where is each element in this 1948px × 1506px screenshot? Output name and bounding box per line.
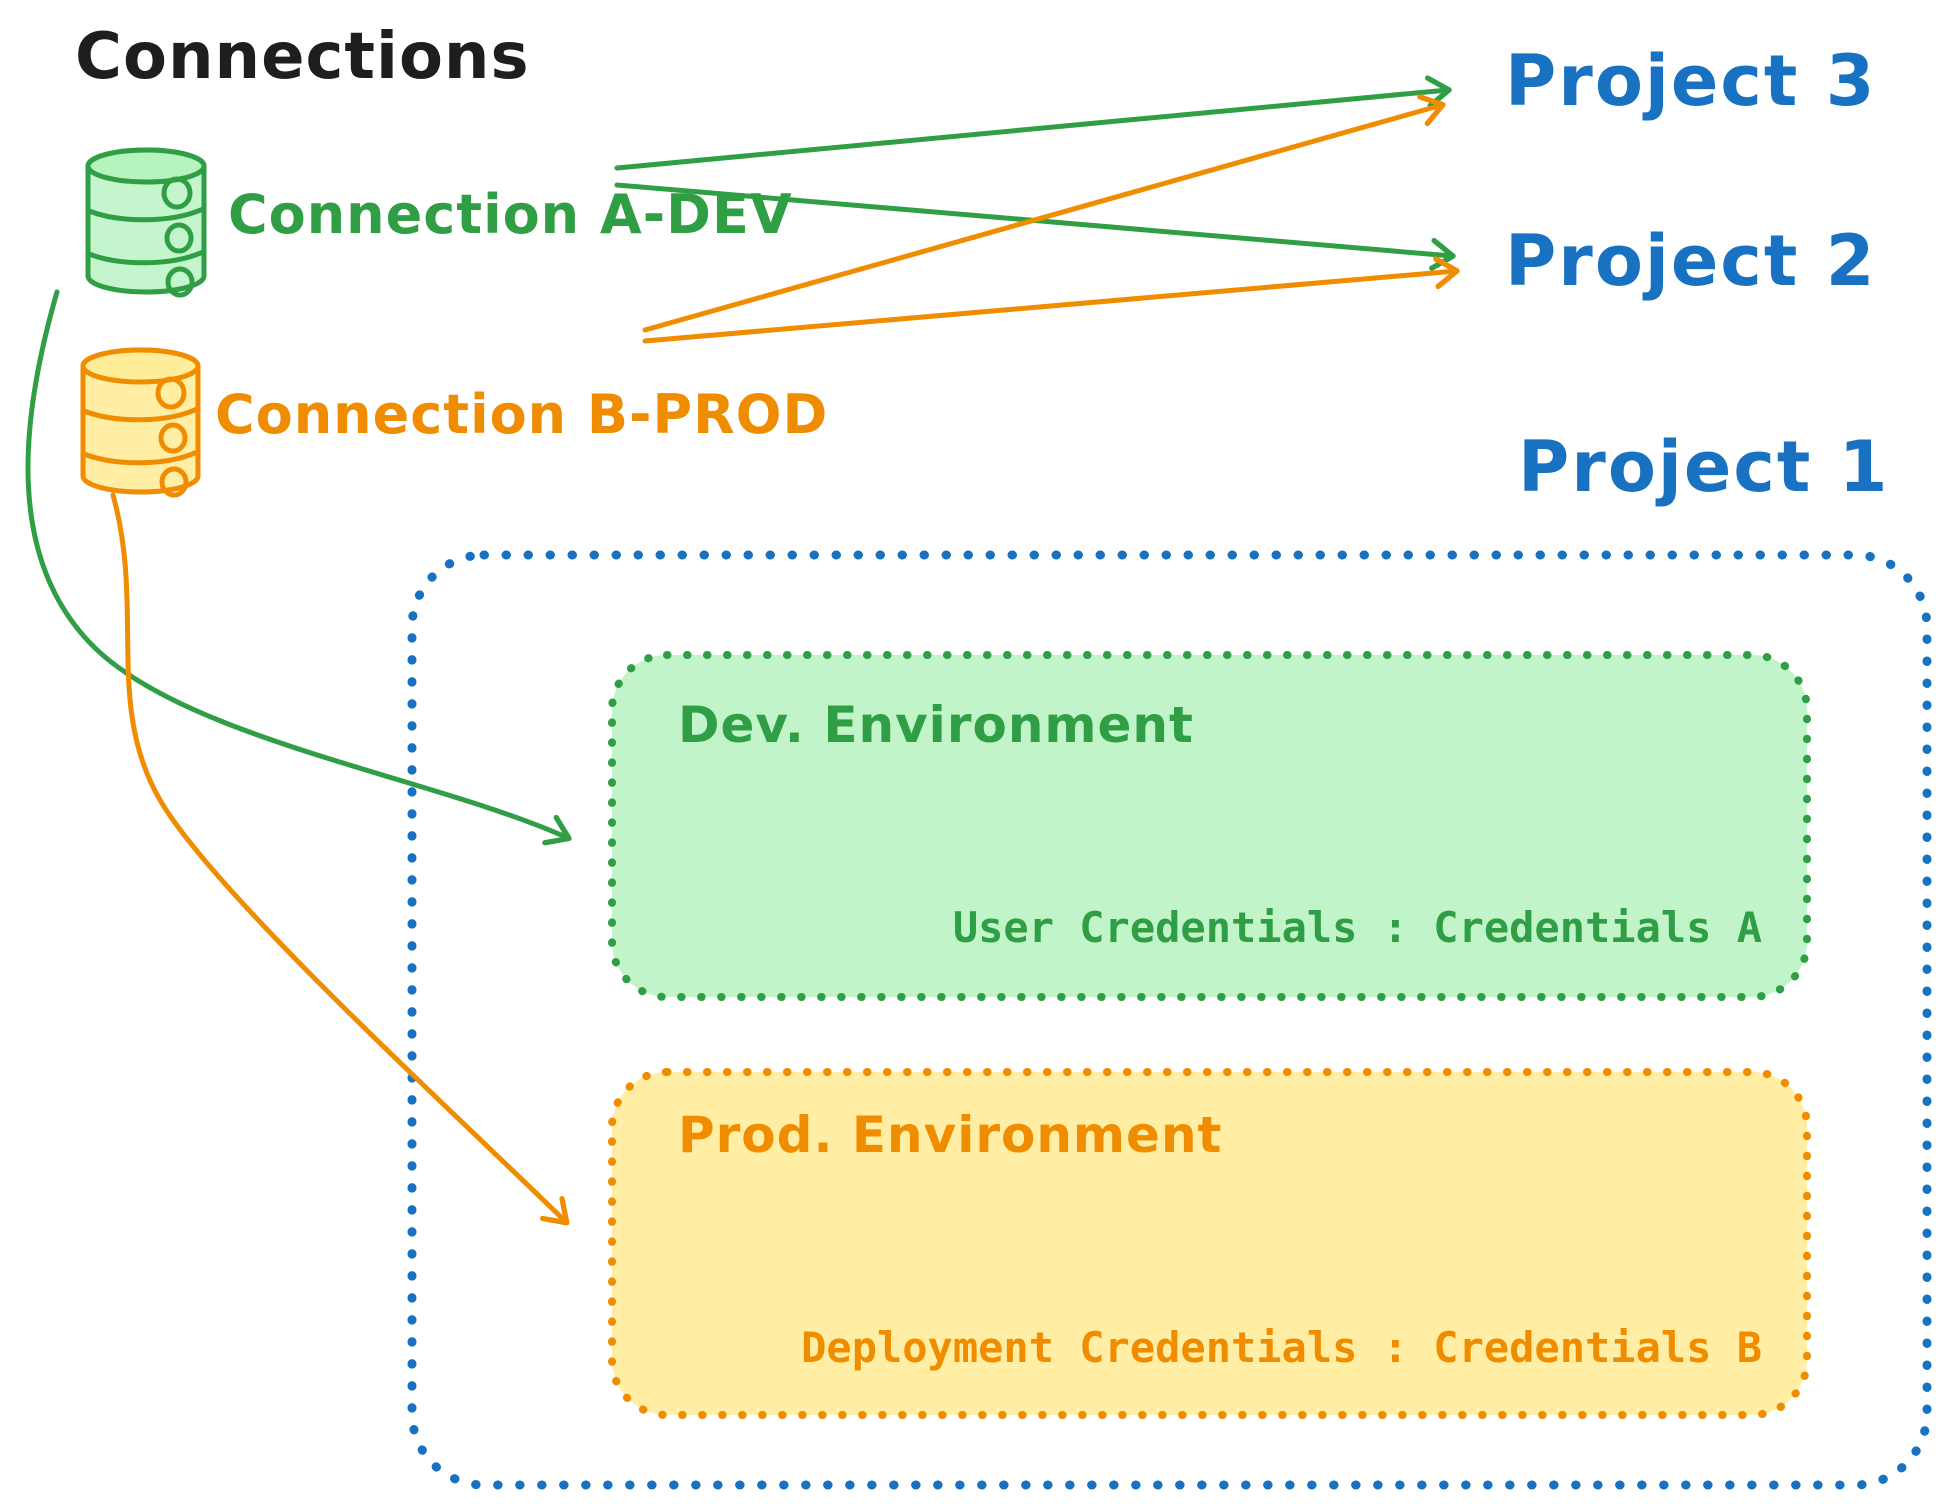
database-green-port xyxy=(165,266,195,298)
arrow-a-dev-to-project-3 xyxy=(614,75,1452,171)
prod-environment-title: Prod. Environment xyxy=(678,1106,1223,1164)
database-orange-port xyxy=(158,422,188,454)
project-2-label: Project 2 xyxy=(1505,220,1877,302)
project-1-container xyxy=(407,550,1932,1490)
database-orange-divider xyxy=(81,449,200,466)
database-orange-divider xyxy=(81,406,200,423)
database-green-port xyxy=(161,176,193,210)
database-green-divider xyxy=(86,249,206,266)
database-orange-icon xyxy=(80,347,201,498)
database-orange-port xyxy=(155,376,187,410)
project-1-label: Project 1 xyxy=(1518,426,1890,508)
arrow-b-prod-to-project-2 xyxy=(642,256,1460,344)
prod-environment-box xyxy=(608,1068,1811,1419)
database-green-port xyxy=(164,222,194,254)
database-orange-port xyxy=(159,466,189,498)
arrow-b-prod-to-project-3 xyxy=(642,94,1446,333)
prod-credentials-text: Deployment Credentials : Credentials B xyxy=(801,1323,1762,1372)
arrow-a-dev-to-dev-environment xyxy=(25,289,572,846)
connections-title: Connections xyxy=(75,20,530,94)
dev-credentials-text: User Credentials : Credentials A xyxy=(952,903,1762,952)
database-green-divider xyxy=(86,206,206,223)
project-3-label: Project 3 xyxy=(1505,40,1877,122)
database-green-top xyxy=(85,147,207,185)
database-green-icon xyxy=(85,147,207,298)
dev-environment-title: Dev. Environment xyxy=(678,696,1194,754)
connection-a-dev-label: Connection A-DEV xyxy=(228,183,793,246)
database-orange-top xyxy=(80,347,201,385)
connection-b-prod-label: Connection B-PROD xyxy=(215,383,829,446)
dev-environment-box xyxy=(608,651,1811,1001)
arrow-b-prod-to-prod-environment xyxy=(110,492,570,1226)
